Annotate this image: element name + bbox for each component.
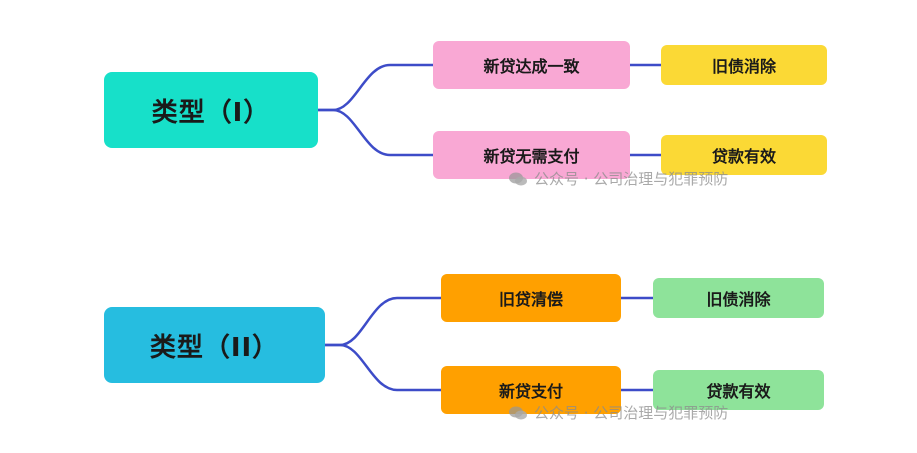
watermark-bottom: 公众号 · 公司治理与犯罪预防: [508, 402, 728, 423]
leaf-node-loan-valid-2: 贷款有效: [653, 370, 824, 410]
watermark-text: 公众号 · 公司治理与犯罪预防: [534, 170, 729, 188]
wechat-icon: [509, 172, 527, 185]
root-node-type-2: 类型（II）: [104, 307, 325, 383]
connector-root2-branch1: [325, 296, 441, 347]
branch-node-new-loan-agreed: 新贷达成一致: [433, 41, 630, 89]
branch-node-new-loan-no-payment: 新贷无需支付: [433, 131, 630, 179]
leaf-node-loan-valid-1: 贷款有效: [661, 135, 827, 175]
branch-node-old-loan-repaid: 旧贷清偿: [441, 274, 621, 322]
connector-root2-branch2: [325, 343, 441, 392]
connector-root1-branch2: [318, 108, 433, 157]
watermark-top: 公众号 · 公司治理与犯罪预防: [508, 168, 728, 189]
watermark-text: 公众号 · 公司治理与犯罪预防: [534, 404, 729, 422]
leaf-node-old-debt-eliminated-1: 旧债消除: [661, 45, 827, 85]
branch-node-new-loan-paid: 新贷支付: [441, 366, 621, 414]
leaf-node-old-debt-eliminated-2: 旧债消除: [653, 278, 824, 318]
wechat-icon: [509, 406, 527, 419]
connector-root1-branch1: [318, 63, 433, 112]
root-node-type-1: 类型（I）: [104, 72, 318, 148]
